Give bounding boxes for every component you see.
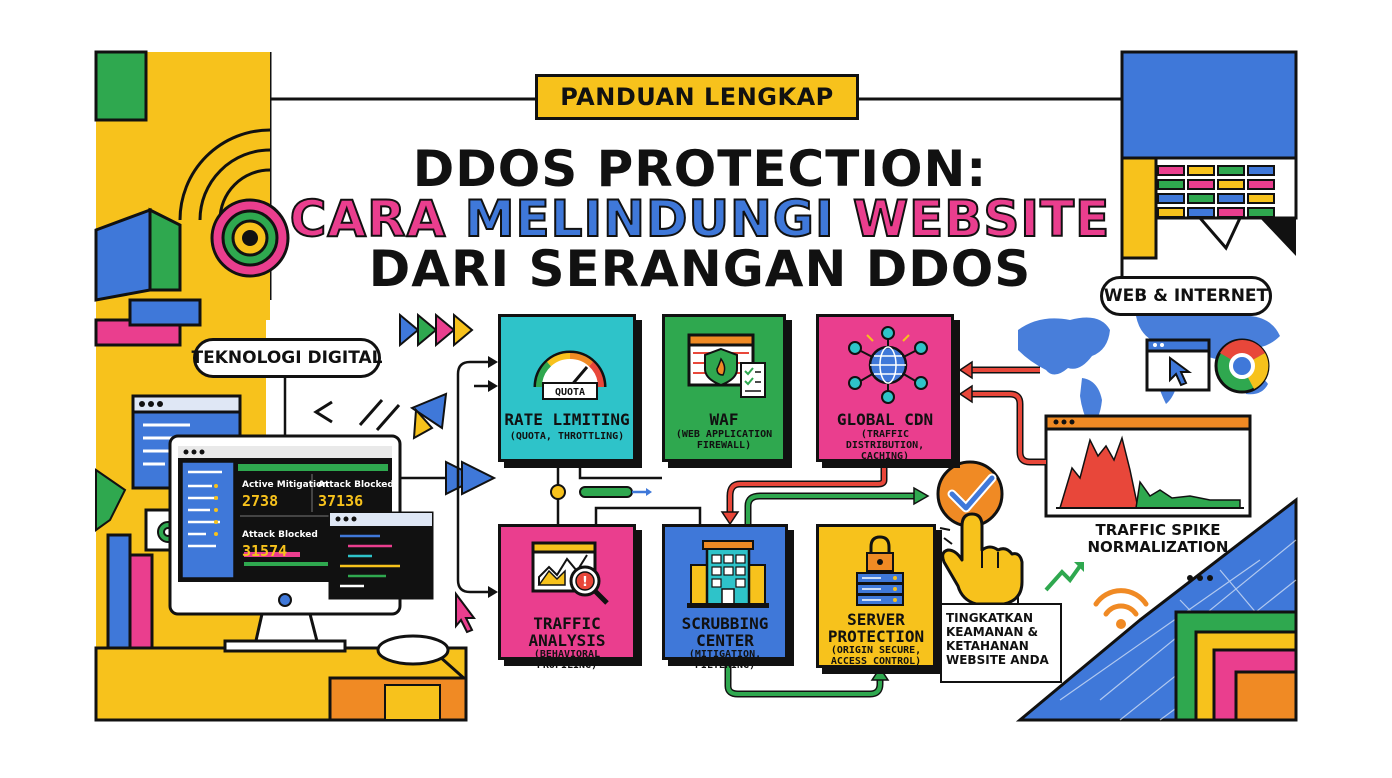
- box-title: WAF: [709, 410, 739, 429]
- check-badge-icon: [936, 460, 1004, 528]
- firewall-icon: [687, 333, 766, 398]
- traffic-spike-label: TRAFFIC SPIKE NORMALIZATION: [1087, 521, 1229, 556]
- stat-label-attack-blocked-2: Attack Blocked: [242, 530, 318, 540]
- chart-magnifier-icon: !: [531, 541, 609, 605]
- page-title-line1: DDOS PROTECTION:: [412, 140, 988, 198]
- globe-network-icon: [848, 326, 928, 404]
- box-title: SCRUBBING CENTER: [681, 614, 769, 650]
- tag-teknologi-digital: TEKNOLOGI DIGITAL: [192, 338, 382, 378]
- box-rate-limiting: QUOTA RATE LIMITING (QUOTA, THROTTLING): [498, 314, 636, 462]
- box-subtitle: (QUOTA, THROTTLING): [509, 431, 625, 442]
- box-title: SERVER PROTECTION: [827, 610, 925, 646]
- stat-value-active-mitigation: 2738: [242, 492, 279, 510]
- box-waf: WAF (WEB APPLICATION FIREWALL): [662, 314, 786, 462]
- box-server-protection: SERVER PROTECTION (ORIGIN SECURE, ACCESS…: [816, 524, 936, 668]
- browser-logo-icon: [1214, 338, 1270, 394]
- box-title: GLOBAL CDN: [836, 410, 934, 429]
- svg-text:!: !: [582, 575, 588, 590]
- box-subtitle: (BEHAVIORAL PROFILING): [533, 649, 601, 671]
- title-word-3: WEBSITE: [852, 190, 1111, 248]
- box-traffic-analysis: ! TRAFFIC ANALYSIS (BEHAVIORAL PROFILING…: [498, 524, 636, 671]
- gauge-label: QUOTA: [555, 387, 585, 398]
- box-subtitle: (TRAFFIC DISTRIBUTION, CACHING): [845, 429, 925, 462]
- box-global-cdn: GLOBAL CDN (TRAFFIC DISTRIBUTION, CACHIN…: [816, 314, 954, 462]
- box-subtitle: (WEB APPLICATION FIREWALL): [675, 429, 773, 451]
- tag-web-internet: WEB & INTERNET: [1100, 276, 1272, 316]
- box-scrubbing-center: SCRUBBING CENTER (MITIGATION, FILTERING): [662, 524, 788, 671]
- box-title: RATE LIMITING: [504, 410, 630, 429]
- title-word-2: MELINDUNGI: [464, 190, 835, 248]
- guide-badge: PANDUAN LENGKAP: [535, 74, 859, 120]
- stat-value-attack-blocked-1: 37136: [318, 492, 364, 510]
- cta-box: TINGKATKAN KEAMANAN & KETAHANAN WEBSITE …: [940, 603, 1062, 683]
- stat-label-attack-blocked-1: Attack Blocked: [318, 480, 394, 490]
- stat-value-attack-blocked-2: 31574: [242, 542, 288, 560]
- pointing-hand-icon: [941, 512, 1024, 606]
- box-title: TRAFFIC ANALYSIS: [528, 614, 606, 650]
- title-word-1: CARA: [289, 190, 447, 248]
- stat-label-active-mitigation: Active Mitigation: [242, 480, 329, 490]
- gauge-icon: QUOTA: [533, 350, 607, 400]
- box-subtitle: (ORIGIN SECURE, ACCESS CONTROL): [830, 645, 922, 667]
- server-lock-icon: [856, 535, 904, 606]
- page-title-line3: DARI SERANGAN DDOS: [368, 240, 1032, 298]
- page-title-line2: CARA MELINDUNGI WEBSITE: [270, 190, 1130, 248]
- box-subtitle: (MITIGATION, FILTERING): [688, 649, 762, 671]
- building-icon: [687, 540, 769, 608]
